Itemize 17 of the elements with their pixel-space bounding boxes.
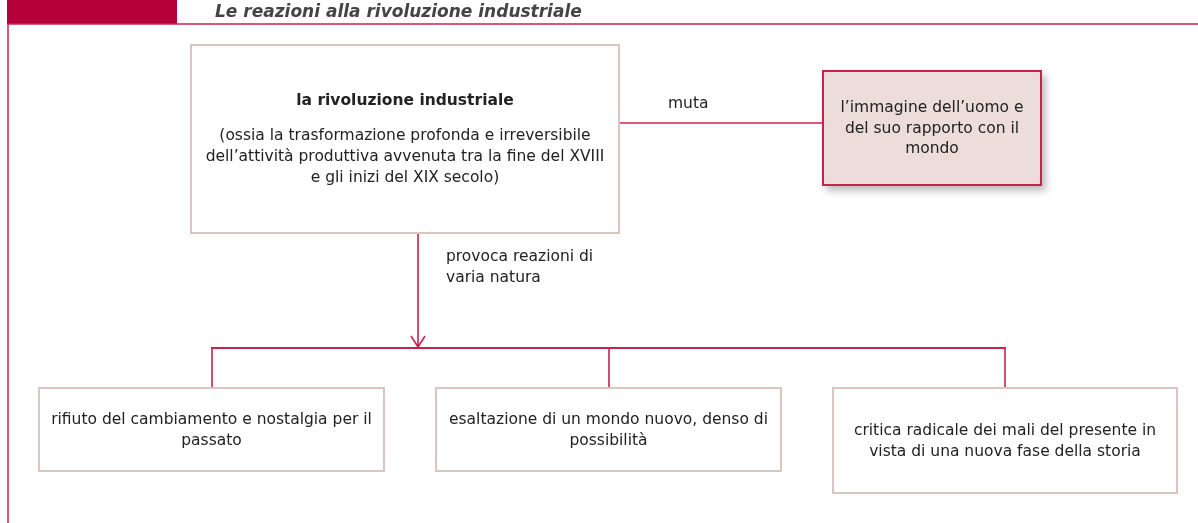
- box-text: rifiuto del cambiamento e nostalgia per il passato: [50, 408, 373, 451]
- concept-box: [832, 387, 1178, 494]
- highlighted-box: [822, 70, 1042, 186]
- connector: [1004, 348, 1006, 388]
- concept-box: [190, 44, 620, 234]
- connector: [619, 122, 823, 124]
- concept-box: [435, 387, 782, 472]
- box-text: critica radicale dei mali del presente in vista di una nuova fase della storia: [852, 419, 1158, 462]
- box-text: esaltazione di un mondo nuovo, denso di possibilità: [448, 408, 769, 451]
- diagram-title: Le reazioni alla rivoluzione industriale: [215, 0, 582, 22]
- concept-box: [38, 387, 385, 472]
- box-text: l’immagine dell’uomo e del suo rapporto con il mondo: [839, 96, 1025, 160]
- connector: [211, 348, 213, 388]
- arrow: [410, 233, 426, 349]
- box-text: (ossia la trasformazione profonda e irreversibile dell’attività produttiva avvenuta tra la fine del XVIII e gli inizi del XIX secolo): [204, 125, 606, 188]
- connector: [608, 348, 610, 388]
- box-heading: la rivoluzione industriale: [296, 90, 514, 112]
